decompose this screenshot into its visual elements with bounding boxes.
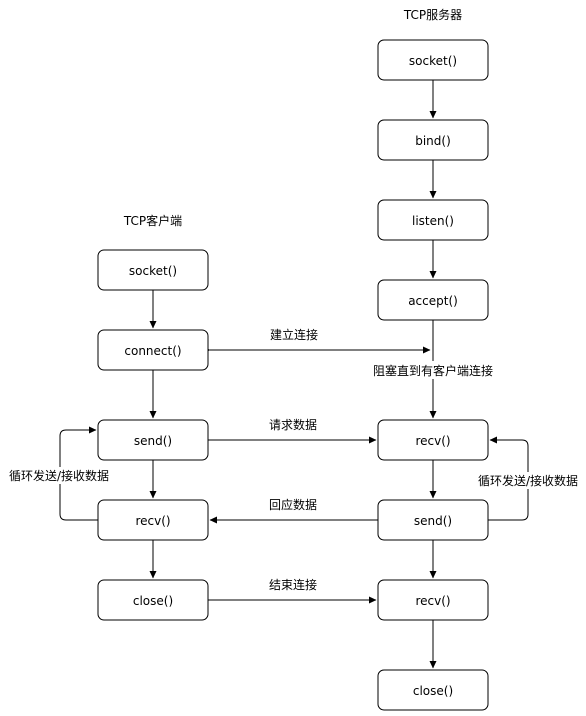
label-request-data: 请求数据 <box>269 417 317 432</box>
server-recv-final-node: recv() <box>377 579 489 621</box>
client-send-node: send() <box>97 419 209 461</box>
server-title: TCP服务器 <box>403 7 462 22</box>
server-recv-label: recv() <box>415 434 450 448</box>
server-accept-label: accept() <box>408 294 458 308</box>
server-close-label: close() <box>413 684 453 698</box>
client-connect-node: connect() <box>97 329 209 371</box>
client-title: TCP客户端 <box>123 213 182 228</box>
client-send-label: send() <box>134 434 172 448</box>
server-recv-final-label: recv() <box>415 594 450 608</box>
server-socket-label: socket() <box>409 54 457 68</box>
client-close-node: close() <box>97 579 209 621</box>
client-recv-node: recv() <box>97 499 209 541</box>
client-socket-label: socket() <box>129 264 177 278</box>
server-socket-node: socket() <box>377 39 489 81</box>
client-recv-label: recv() <box>135 514 170 528</box>
label-client-loop: 循环发送/接收数据 <box>9 468 109 483</box>
label-establish-connection: 建立连接 <box>270 327 318 342</box>
server-bind-label: bind() <box>415 134 451 148</box>
server-recv-node: recv() <box>377 419 489 461</box>
label-end-connection: 结束连接 <box>269 577 317 592</box>
label-response-data: 回应数据 <box>269 497 317 512</box>
server-bind-node: bind() <box>377 119 489 161</box>
client-close-label: close() <box>133 594 173 608</box>
label-block-until-connect: 阻塞直到有客户端连接 <box>373 363 493 378</box>
server-send-node: send() <box>377 499 489 541</box>
server-send-label: send() <box>414 514 452 528</box>
client-connect-label: connect() <box>124 344 181 358</box>
server-listen-node: listen() <box>377 199 489 241</box>
server-listen-label: listen() <box>412 214 454 228</box>
client-socket-node: socket() <box>97 249 209 291</box>
server-accept-node: accept() <box>377 279 489 321</box>
label-server-loop: 循环发送/接收数据 <box>478 473 578 488</box>
server-close-node: close() <box>377 669 489 711</box>
